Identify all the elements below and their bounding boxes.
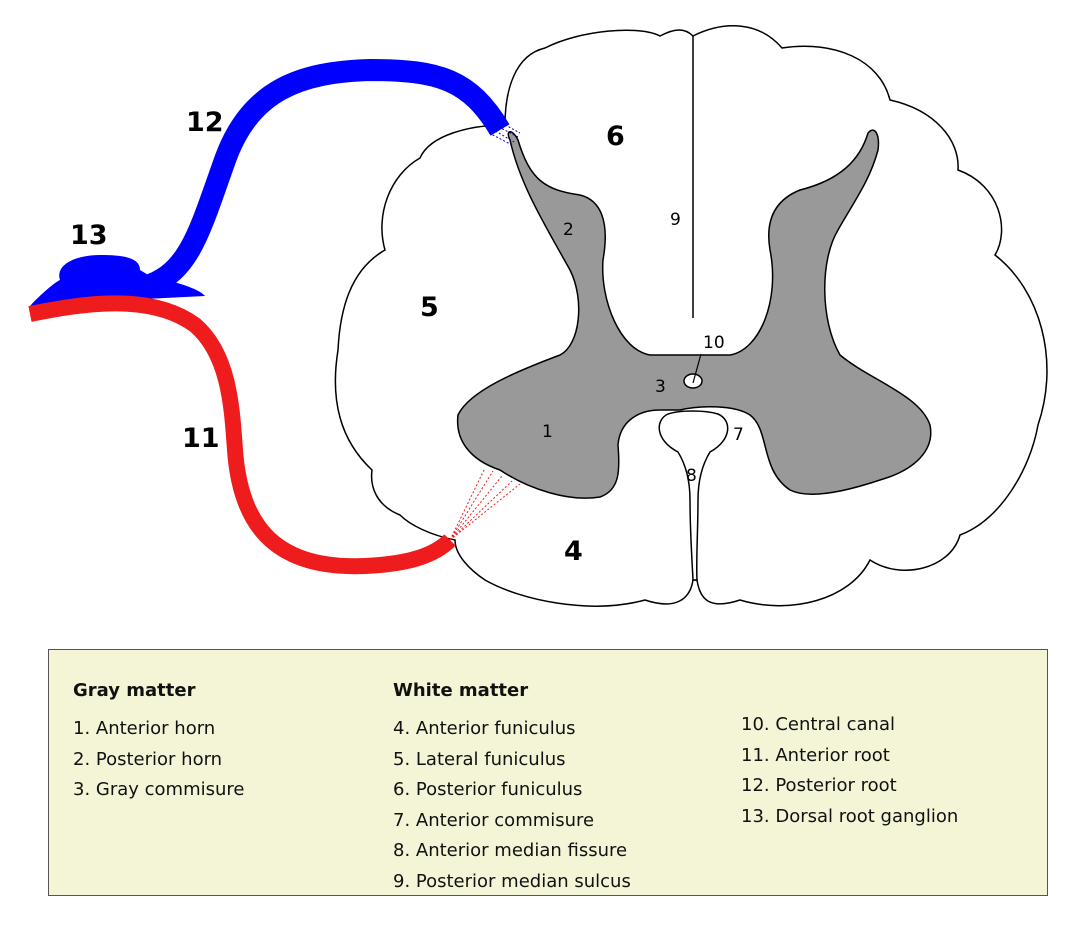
anterior-median-fissure bbox=[658, 410, 729, 581]
label-6: 6 bbox=[606, 121, 625, 152]
legend-item: 5. Lateral funiculus bbox=[393, 748, 566, 770]
label-12: 12 bbox=[186, 107, 224, 138]
legend-item: 13. Dorsal root ganglion bbox=[741, 805, 959, 827]
label-2: 2 bbox=[563, 220, 574, 240]
legend-box: Gray matter 1. Anterior horn 2. Posterio… bbox=[48, 649, 1048, 896]
legend-white-matter: White matter 4. Anterior funiculus 5. La… bbox=[393, 680, 631, 897]
dorsal-root-ganglion bbox=[30, 255, 205, 306]
label-3: 3 bbox=[655, 377, 666, 397]
gray-matter bbox=[456, 129, 932, 499]
label-10: 10 bbox=[703, 333, 725, 353]
legend-gray-matter: Gray matter 1. Anterior horn 2. Posterio… bbox=[73, 680, 245, 806]
legend-item: 10. Central canal bbox=[741, 714, 895, 735]
legend-item: 1. Anterior horn bbox=[73, 718, 216, 739]
legend-item: 3. Gray commisure bbox=[73, 779, 245, 800]
label-1: 1 bbox=[542, 422, 553, 442]
legend-item: 8. Anterior median fissure bbox=[393, 840, 628, 861]
anterior-root bbox=[28, 295, 456, 575]
legend-item: 12. Posterior root bbox=[741, 775, 897, 796]
label-4: 4 bbox=[564, 536, 583, 567]
legend-heading-white-matter: White matter bbox=[393, 680, 529, 701]
label-8: 8 bbox=[686, 466, 697, 486]
legend-heading-gray-matter: Gray matter bbox=[73, 680, 196, 701]
anterior-rootlets bbox=[449, 467, 521, 541]
legend-item: 11. Anterior root bbox=[741, 744, 890, 766]
label-7: 7 bbox=[733, 425, 744, 445]
posterior-root bbox=[145, 58, 510, 296]
legend-item: 4. Anterior funiculus bbox=[393, 718, 576, 739]
legend-item: 7. Anterior commisure bbox=[393, 809, 595, 831]
posterior-rootlets bbox=[488, 120, 521, 146]
label-5: 5 bbox=[420, 292, 439, 323]
legend-item: 6. Posterior funiculus bbox=[393, 779, 583, 800]
label-13: 13 bbox=[70, 220, 108, 251]
label-11: 11 bbox=[182, 423, 220, 454]
legend-item: 2. Posterior horn bbox=[73, 748, 223, 770]
spinal-cord-diagram: 12 13 11 5 6 4 1 2 3 7 8 9 10 bbox=[28, 25, 1048, 607]
legend-other: 10. Central canal 11. Anterior root 12. … bbox=[741, 710, 958, 832]
central-canal-pointer bbox=[692, 353, 702, 384]
label-9: 9 bbox=[670, 210, 681, 230]
legend-item: 9. Posterior median sulcus bbox=[393, 870, 631, 892]
